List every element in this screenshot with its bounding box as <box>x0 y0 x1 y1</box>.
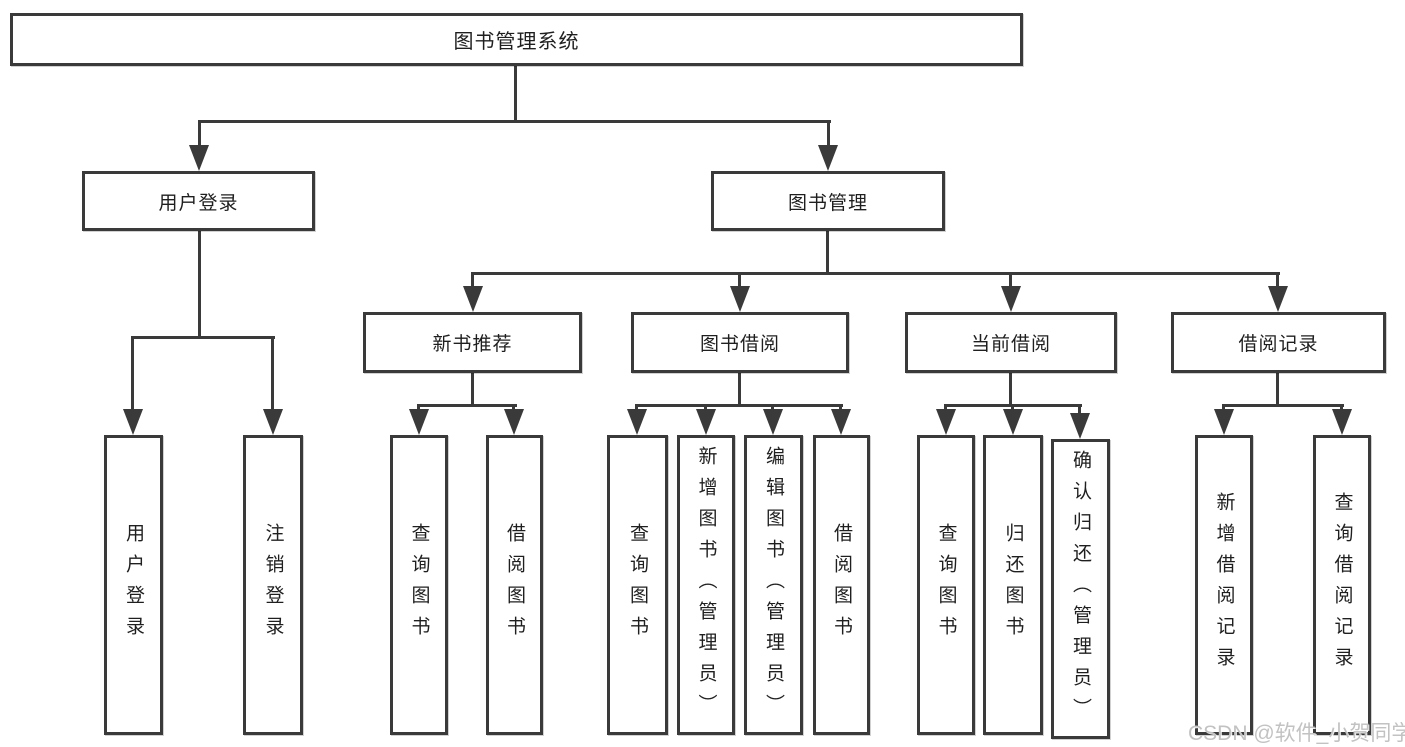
connector-book-borrow-down <box>738 373 741 407</box>
connector-user-login-down <box>198 231 201 338</box>
leaf-query-book-1-label: 查询图书 <box>408 523 430 647</box>
arrow-down-icon <box>1003 409 1023 435</box>
node-borrow-records-label: 借阅记录 <box>1238 334 1319 355</box>
node-book-borrow: 图书借阅 <box>631 312 849 373</box>
arrow-down-icon <box>409 409 429 435</box>
arrow-down-icon <box>504 409 524 435</box>
node-root: 图书管理系统 <box>10 13 1023 66</box>
arrow-down-icon <box>696 409 716 435</box>
connector-borrow-records-down <box>1276 373 1279 407</box>
arrow-down-icon <box>263 409 283 435</box>
connector-leaf-stem <box>131 336 134 412</box>
leaf-confirm-return-admin-label: 确认归还（管理员） <box>1070 449 1091 729</box>
leaf-add-borrow-record: 新增借阅记录 <box>1195 435 1253 735</box>
connector-book-borrow-hline <box>635 404 843 407</box>
leaf-query-book-3: 查询图书 <box>917 435 975 735</box>
arrow-down-icon <box>1332 409 1352 435</box>
connector-l3-stem <box>471 272 474 290</box>
leaf-logout: 注销登录 <box>243 435 303 735</box>
connector-leaf-stem <box>1078 404 1081 416</box>
connector-leaf-stem <box>635 404 638 412</box>
leaf-borrow-book-2-label: 借阅图书 <box>831 523 852 647</box>
connector-user-login-hline <box>132 336 275 339</box>
arrow-down-icon <box>730 286 750 312</box>
connector-root-stem <box>514 66 517 122</box>
arrow-down-icon <box>1268 286 1288 312</box>
leaf-query-book-1: 查询图书 <box>390 435 448 735</box>
arrow-down-icon <box>831 409 851 435</box>
leaf-edit-book-admin-label: 编辑图书（管理员） <box>763 445 784 725</box>
connector-leaf-stem <box>1222 404 1225 412</box>
arrow-down-icon <box>936 409 956 435</box>
connector-leaf-stem <box>417 404 420 412</box>
node-book-management-label: 图书管理 <box>787 192 868 214</box>
arrow-down-icon <box>1214 409 1234 435</box>
connector-leaf-stem <box>771 404 774 412</box>
leaf-query-book-3-label: 查询图书 <box>935 523 957 647</box>
leaf-return-book-label: 归还图书 <box>1002 523 1024 647</box>
connector-book-mgmt-stem <box>827 120 830 148</box>
watermark: CSDN @软件_小贺同学 <box>1188 722 1405 745</box>
arrow-down-icon <box>463 286 483 312</box>
leaf-borrow-book-2: 借阅图书 <box>813 435 870 735</box>
leaf-borrow-book-1-label: 借阅图书 <box>504 523 525 647</box>
connector-new-book-hline <box>417 404 517 407</box>
leaf-logout-label: 注销登录 <box>262 523 284 647</box>
leaf-user-login: 用户登录 <box>104 435 163 735</box>
connector-leaf-stem <box>271 336 274 412</box>
connector-leaf-stem <box>1011 404 1014 412</box>
arrow-down-icon <box>818 145 838 171</box>
connector-l3-stem <box>1009 272 1012 290</box>
leaf-return-book: 归还图书 <box>983 435 1043 735</box>
node-root-label: 图书管理系统 <box>453 31 580 53</box>
connector-new-book-down <box>471 373 474 407</box>
arrow-down-icon <box>1070 413 1090 439</box>
connector-leaf-stem <box>944 404 947 412</box>
connector-book-mgmt-hline <box>472 272 1280 275</box>
leaf-query-book-2-label: 查询图书 <box>627 523 648 647</box>
connector-borrow-records-hline <box>1222 404 1344 407</box>
connector-current-borrow-down <box>1009 373 1012 407</box>
arrow-down-icon <box>1001 286 1021 312</box>
leaf-add-book-admin: 新增图书（管理员） <box>677 435 735 735</box>
node-new-book-recommend: 新书推荐 <box>363 312 582 373</box>
leaf-edit-book-admin: 编辑图书（管理员） <box>744 435 803 735</box>
connector-user-login-stem <box>198 120 201 148</box>
connector-leaf-stem <box>1340 404 1343 412</box>
arrow-down-icon <box>123 409 143 435</box>
connector-root-hline <box>198 120 831 123</box>
node-current-borrow: 当前借阅 <box>905 312 1117 373</box>
node-book-borrow-label: 图书借阅 <box>699 334 780 355</box>
leaf-query-borrow-record-label: 查询借阅记录 <box>1331 492 1353 678</box>
node-new-book-recommend-label: 新书推荐 <box>432 334 513 355</box>
leaf-query-borrow-record: 查询借阅记录 <box>1313 435 1371 735</box>
node-user-login: 用户登录 <box>82 171 315 231</box>
arrow-down-icon <box>189 145 209 171</box>
node-book-management: 图书管理 <box>711 171 945 231</box>
connector-book-mgmt-down <box>826 231 829 274</box>
connector-leaf-stem <box>704 404 707 412</box>
connector-leaf-stem <box>839 404 842 412</box>
leaf-query-book-2: 查询图书 <box>607 435 668 735</box>
leaf-confirm-return-admin: 确认归还（管理员） <box>1051 439 1110 739</box>
arrow-down-icon <box>627 409 647 435</box>
connector-l3-stem <box>1276 272 1279 290</box>
connector-leaf-stem <box>512 404 515 412</box>
leaf-borrow-book-1: 借阅图书 <box>486 435 543 735</box>
node-user-login-label: 用户登录 <box>158 192 239 214</box>
node-current-borrow-label: 当前借阅 <box>970 334 1051 355</box>
leaf-add-borrow-record-label: 新增借阅记录 <box>1213 492 1235 678</box>
connector-l3-stem <box>738 272 741 290</box>
leaf-add-book-admin-label: 新增图书（管理员） <box>695 445 717 725</box>
arrow-down-icon <box>763 409 783 435</box>
node-borrow-records: 借阅记录 <box>1171 312 1386 373</box>
leaf-user-login-label: 用户登录 <box>123 523 144 647</box>
